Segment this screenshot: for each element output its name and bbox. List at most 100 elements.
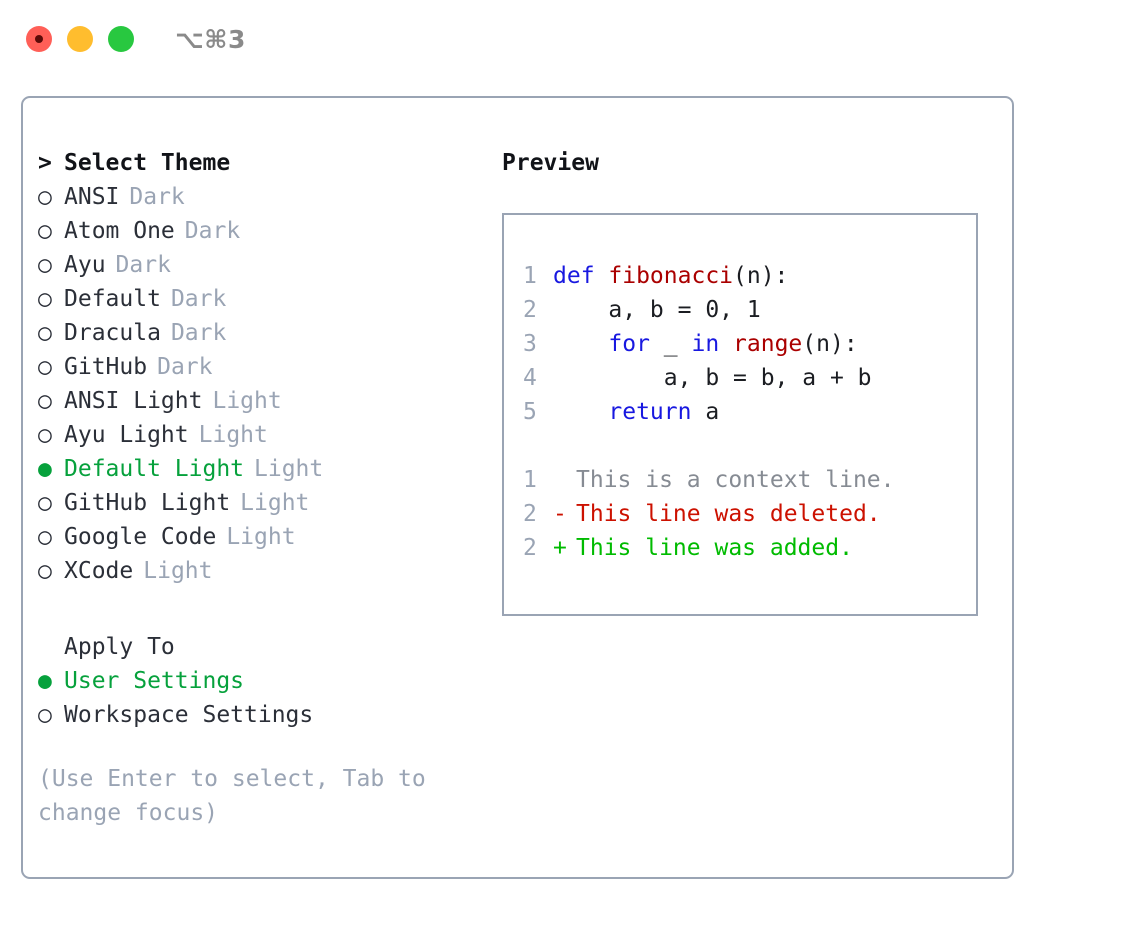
code-token-plain: a, b = 0, 1: [553, 297, 761, 323]
theme-variant-label: Dark: [170, 320, 227, 346]
code-diff-spacer: [523, 429, 968, 463]
radio-unselected-icon[interactable]: ○: [38, 184, 52, 210]
close-button-icon[interactable]: [26, 26, 52, 52]
radio-unselected-icon[interactable]: ○: [38, 490, 52, 516]
theme-list-item[interactable]: ○ Atom One Dark: [38, 214, 488, 248]
theme-list-item[interactable]: ○ ANSI Light Light: [38, 384, 488, 418]
radio-unselected-icon[interactable]: ○: [38, 252, 52, 278]
theme-variant-label: Dark: [129, 184, 185, 210]
theme-variant-label: Light: [143, 558, 213, 584]
line-number: 1: [523, 467, 537, 493]
radio-unselected-icon[interactable]: ○: [38, 558, 52, 584]
code-line: 4 a, b = b, a + b: [523, 361, 968, 395]
radio-selected-icon[interactable]: ●: [38, 668, 52, 694]
diff-line-text: This line was deleted.: [576, 501, 881, 527]
apply-to-label-option: User Settings: [64, 668, 245, 694]
radio-unselected-icon[interactable]: ○: [38, 354, 52, 380]
line-number: 2: [523, 501, 537, 527]
diff-marker: +: [553, 535, 567, 561]
diff-line-text: This is a context line.: [576, 467, 895, 493]
code-token-plain: a, b = b, a + b: [553, 365, 872, 391]
line-number: 3: [523, 331, 537, 357]
line-number: 2: [523, 535, 537, 561]
code-token-plain: (n):: [733, 263, 789, 289]
code-token-fn: range: [733, 331, 803, 357]
diff-sample: 1 This is a context line. 2-This line was…: [523, 463, 968, 565]
theme-name-label: Google Code: [64, 524, 217, 550]
theme-variant-label: Dark: [184, 218, 241, 244]
keyboard-hint: (Use Enter to select, Tab to change focu…: [38, 766, 426, 826]
apply-to-heading: Apply To: [38, 630, 488, 664]
theme-variant-label: Dark: [115, 252, 171, 278]
code-line-text: a, b = b, a + b: [553, 361, 872, 395]
radio-unselected-icon[interactable]: ○: [38, 524, 52, 550]
code-line: 3 for _ in range(n):: [523, 327, 968, 361]
code-token-kw: def: [553, 263, 609, 289]
apply-to-item[interactable]: ○ Workspace Settings: [38, 698, 488, 732]
theme-name-label: GitHub Light: [64, 490, 231, 516]
code-token-plain: [553, 399, 608, 425]
radio-unselected-icon[interactable]: ○: [38, 320, 52, 346]
theme-name-label: ANSI Light: [64, 388, 203, 414]
line-number: 1: [523, 263, 537, 289]
apply-to-label: Apply To: [64, 634, 175, 660]
maximize-button-icon[interactable]: [108, 26, 134, 52]
code-token-kw: in: [691, 331, 734, 357]
theme-name-label: Atom One: [64, 218, 175, 244]
code-line-text: return a: [553, 395, 719, 429]
apply-to-list: ● User Settings ○ Workspace Settings: [38, 664, 488, 732]
theme-variant-label: Light: [212, 388, 282, 414]
theme-name-label: Ayu Light: [64, 422, 189, 448]
radio-selected-icon[interactable]: ●: [38, 456, 52, 482]
radio-unselected-icon[interactable]: ○: [38, 286, 52, 312]
theme-name-label: XCode: [64, 558, 134, 584]
theme-name-label: Dracula: [64, 320, 161, 346]
diff-marker: -: [553, 501, 567, 527]
theme-variant-label: Light: [226, 524, 296, 550]
radio-unselected-icon[interactable]: ○: [38, 702, 52, 728]
code-line: 2 a, b = 0, 1: [523, 293, 968, 327]
code-token-kw: for: [608, 331, 650, 357]
apply-to-item[interactable]: ● User Settings: [38, 664, 488, 698]
diff-line: 1 This is a context line.: [523, 463, 968, 497]
code-token-fn: fibonacci: [608, 263, 734, 289]
line-number: 4: [523, 365, 537, 391]
theme-variant-label: Dark: [157, 354, 213, 380]
section-spacer: [38, 588, 488, 630]
code-token-plain: a: [691, 399, 720, 425]
diff-line-text: This line was added.: [576, 535, 853, 561]
title-bar: ⌥⌘3: [0, 0, 1140, 78]
select-theme-heading: > Select Theme: [38, 146, 488, 180]
preview-heading: Preview: [502, 150, 599, 176]
spacer-icon: [38, 630, 64, 664]
theme-list-item[interactable]: ○ XCode Light: [38, 554, 488, 588]
diff-marker: [553, 463, 576, 497]
theme-list-item[interactable]: ○ Dracula Dark: [38, 316, 488, 350]
code-line-text: a, b = 0, 1: [553, 293, 761, 327]
theme-name-label: Default: [64, 286, 161, 312]
radio-unselected-icon[interactable]: ○: [38, 422, 52, 448]
apply-to-label-option: Workspace Settings: [64, 702, 314, 728]
radio-unselected-icon[interactable]: ○: [38, 388, 52, 414]
code-token-plain: [553, 331, 608, 357]
code-token-plain: _: [649, 331, 692, 357]
theme-list-item[interactable]: ○ Google Code Light: [38, 520, 488, 554]
code-line: 5 return a: [523, 395, 968, 429]
radio-unselected-icon[interactable]: ○: [38, 218, 52, 244]
window-title: ⌥⌘3: [175, 24, 246, 54]
theme-name-label: Default Light: [64, 456, 245, 482]
minimize-button-icon[interactable]: [67, 26, 93, 52]
